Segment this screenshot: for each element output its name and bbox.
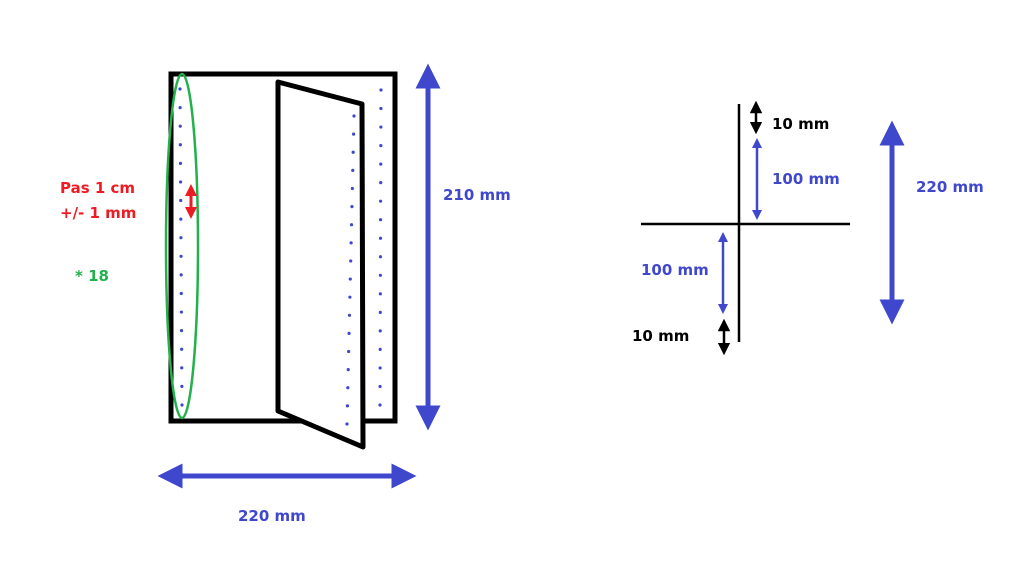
left-hole-dot <box>178 124 182 128</box>
flap-hole-dot <box>351 150 355 154</box>
folded-flap <box>275 79 366 450</box>
flap-hole-dot <box>347 313 352 317</box>
left-hole-dot <box>180 403 184 407</box>
left-hole-dot <box>178 105 182 110</box>
upper-segment-label: 100 mm <box>772 170 840 188</box>
flap-hole-dot <box>348 277 352 281</box>
flap-hole-dot <box>346 386 350 390</box>
left-hole-dot <box>178 143 182 147</box>
right-hole-dot <box>378 366 382 370</box>
total-label: 220 mm <box>916 178 984 196</box>
right-hole-dot <box>379 125 383 129</box>
left-hole-dot <box>179 236 183 240</box>
right-hole-dot <box>379 88 383 92</box>
folder-drawing: Pas 1 cm +/- 1 mm * 18 210 mm 220 mm <box>60 63 511 525</box>
right-hole-dot <box>378 255 383 259</box>
width-label: 220 mm <box>238 507 306 525</box>
top-margin-label: 10 mm <box>772 115 829 133</box>
pitch-label: Pas 1 cm <box>60 179 135 197</box>
left-hole-dot <box>180 347 184 351</box>
right-hole-dot <box>379 143 383 148</box>
flap-hole-dot <box>350 186 354 191</box>
right-hole-dot <box>378 384 382 389</box>
left-hole-dot <box>179 198 183 203</box>
height-label: 210 mm <box>443 186 511 204</box>
flap-hole-dot <box>347 331 351 336</box>
left-hole-dot <box>179 254 183 258</box>
right-hole-dot <box>378 273 383 277</box>
left-hole-dot <box>179 291 183 296</box>
highlight-ellipse <box>164 72 200 420</box>
left-hole-dot <box>179 273 183 277</box>
flap-hole-dot <box>347 349 351 354</box>
right-hole-dot <box>378 329 382 333</box>
right-hole-dot <box>378 310 382 314</box>
right-hole-dot <box>378 236 383 240</box>
hole-dots <box>178 87 383 426</box>
left-hole-dot <box>178 87 182 91</box>
cross-drawing: 10 mm 100 mm 100 mm 10 mm 220 mm <box>632 100 984 356</box>
right-hole-dot <box>379 162 383 166</box>
lower-segment-label: 100 mm <box>641 261 709 279</box>
bottom-margin-label: 10 mm <box>632 327 689 345</box>
count-label: * 18 <box>75 267 109 285</box>
right-hole-dot <box>378 347 382 352</box>
left-hole-dot <box>178 180 183 184</box>
left-hole-dot <box>178 161 183 165</box>
left-hole-dot <box>180 366 184 370</box>
flap-hole-dot <box>349 223 354 227</box>
flap-hole-dot <box>346 368 350 372</box>
left-hole-dot <box>179 217 183 221</box>
flap-hole-dot <box>351 132 356 136</box>
right-hole-dot <box>379 106 383 111</box>
flap-hole-dot <box>349 259 353 263</box>
right-hole-dot <box>378 292 382 296</box>
flap-hole-dot <box>345 404 350 408</box>
right-hole-dot <box>378 218 383 222</box>
flap-hole-dot <box>348 295 352 299</box>
left-hole-dot <box>179 310 184 314</box>
flap-hole-dot <box>351 168 355 172</box>
left-hole-dot <box>180 384 184 389</box>
flap-hole-dot <box>349 241 353 245</box>
right-hole-dot <box>379 199 383 203</box>
left-hole-dot <box>179 329 184 333</box>
right-hole-dot <box>379 181 383 185</box>
folder-outline <box>168 71 398 424</box>
flap-hole-dot <box>350 204 354 209</box>
flap-hole-dot <box>345 422 349 426</box>
flap-hole-dot <box>352 114 356 118</box>
right-hole-dot <box>378 403 382 407</box>
tolerance-label: +/- 1 mm <box>60 204 136 222</box>
